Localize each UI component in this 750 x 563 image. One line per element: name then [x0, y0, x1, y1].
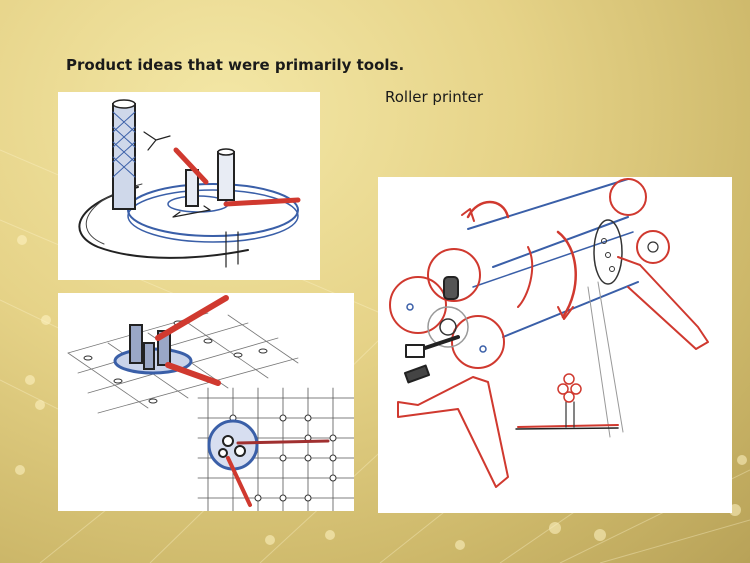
grid-peg-tool-sketch [58, 293, 354, 511]
slide-title: Product ideas that were primarily tools. [66, 56, 405, 74]
roller-printer-caption: Roller printer [385, 88, 484, 106]
rotating-tool-sketch [58, 92, 320, 280]
roller-printer-sketch [378, 177, 732, 513]
